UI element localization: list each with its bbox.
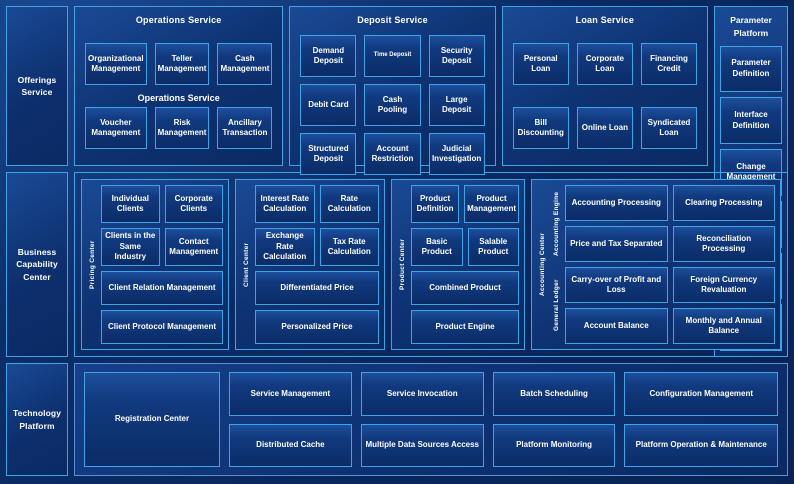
center-label-accounting: Accounting Center xyxy=(539,232,546,297)
center-accounting[interactable]: Accounting Center Accounting Engine Acco… xyxy=(531,179,781,350)
card-large-deposit[interactable]: Large Deposit xyxy=(428,84,485,126)
group-loan-service[interactable]: Loan Service Personal Loan Corporate Loa… xyxy=(501,6,709,166)
card-cash-pooling[interactable]: Cash Pooling xyxy=(364,84,421,126)
card-service-management[interactable]: Service Management xyxy=(229,372,352,416)
group-operations-service[interactable]: Operations Service Organizational Manage… xyxy=(74,6,284,166)
card-distributed-cache[interactable]: Distributed Cache xyxy=(229,423,352,467)
card-exchange-rate-calculation[interactable]: Exchange Rate Calculation xyxy=(255,228,315,266)
card-bill-discounting[interactable]: Bill Discounting xyxy=(512,107,569,149)
center-label-pricing: Pricing Center xyxy=(89,240,96,289)
card-individual-clients[interactable]: Individual Clients xyxy=(101,185,160,223)
center-pricing[interactable]: Pricing Center Individual Clients Corpor… xyxy=(81,179,229,350)
card-tax-rate-calculation[interactable]: Tax Rate Calculation xyxy=(319,228,379,266)
group-title-deposit-service: Deposit Service xyxy=(357,15,428,25)
center-label-product: Product Center xyxy=(399,238,406,291)
card-clearing-processing[interactable]: Clearing Processing xyxy=(672,185,775,221)
card-registration-center[interactable]: Registration Center xyxy=(84,372,220,467)
card-price-and-tax-separated[interactable]: Price and Tax Separated xyxy=(565,226,668,262)
card-demand-deposit[interactable]: Demand Deposit xyxy=(300,35,357,77)
card-risk-management[interactable]: Risk Management xyxy=(154,107,210,149)
offerings-service-band: Offerings Service Operations Service Org… xyxy=(6,6,788,357)
card-basic-product[interactable]: Basic Product xyxy=(411,228,463,266)
card-account-restriction[interactable]: Account Restriction xyxy=(364,133,421,175)
operations-service-items: Organizational Management Teller Managem… xyxy=(75,25,282,165)
card-product-engine[interactable]: Product Engine xyxy=(411,310,519,344)
card-client-relation-management[interactable]: Client Relation Management xyxy=(101,271,223,305)
group-title-operations-service: Operations Service xyxy=(135,15,222,25)
technology-platform-band: Technology Platform Registration Center … xyxy=(6,363,788,476)
card-time-deposit[interactable]: Time Deposit xyxy=(364,35,421,77)
card-combined-product[interactable]: Combined Product xyxy=(411,271,519,305)
deposit-service-items: Demand Deposit Time Deposit Security Dep… xyxy=(290,25,494,187)
card-corporate-clients[interactable]: Corporate Clients xyxy=(164,185,223,223)
group-deposit-service[interactable]: Deposit Service Demand Deposit Time Depo… xyxy=(289,6,496,175)
card-multiple-data-sources-access[interactable]: Multiple Data Sources Access xyxy=(360,423,484,467)
card-platform-monitoring[interactable]: Platform Monitoring xyxy=(492,423,616,467)
card-structured-deposit[interactable]: Structured Deposit xyxy=(300,133,357,175)
offerings-service-groups: Operations Service Organizational Manage… xyxy=(74,6,709,175)
card-financing-credit[interactable]: Financing Credit xyxy=(640,43,698,85)
card-online-loan[interactable]: Online Loan xyxy=(576,107,633,149)
card-organizational-management[interactable]: Organizational Management xyxy=(85,43,147,85)
center-label-client: Client Center xyxy=(243,242,250,287)
card-carry-over-of-profit-and-loss[interactable]: Carry-over of Profit and Loss xyxy=(565,267,668,303)
tech-column-3: Batch Scheduling Platform Monitoring xyxy=(492,372,616,467)
card-interest-rate-calculation[interactable]: Interest Rate Calculation xyxy=(255,185,315,223)
loan-service-items: Personal Loan Corporate Loan Financing C… xyxy=(503,25,707,165)
card-product-management[interactable]: Product Management xyxy=(464,185,519,223)
business-capability-groups: Pricing Center Individual Clients Corpor… xyxy=(74,172,788,357)
card-configuration-management[interactable]: Configuration Management xyxy=(624,372,779,416)
card-batch-scheduling[interactable]: Batch Scheduling xyxy=(492,372,616,416)
card-rate-calculation[interactable]: Rate Calculation xyxy=(319,185,379,223)
center-client[interactable]: Client Center Interest Rate Calculation … xyxy=(235,179,385,350)
business-capability-band: Business Capability Center Pricing Cente… xyxy=(6,172,788,357)
card-platform-operation-maintenance[interactable]: Platform Operation & Maintenance xyxy=(624,423,779,467)
tech-column-2: Service Invocation Multiple Data Sources… xyxy=(360,372,484,467)
card-parameter-definition[interactable]: Parameter Definition xyxy=(720,45,782,93)
card-clients-same-industry[interactable]: Clients in the Same Industry xyxy=(101,228,160,266)
card-judicial-investigation[interactable]: Judicial Investigation xyxy=(428,133,485,175)
group-title-loan-service: Loan Service xyxy=(575,15,635,25)
tech-column-4: Configuration Management Platform Operat… xyxy=(624,372,779,467)
technology-platform-groups: Registration Center Service Management D… xyxy=(74,363,788,476)
card-syndicated-loan[interactable]: Syndicated Loan xyxy=(640,107,698,149)
layer-label-offerings-service: Offerings Service xyxy=(6,6,68,166)
card-service-invocation[interactable]: Service Invocation xyxy=(360,372,484,416)
card-teller-management[interactable]: Teller Management xyxy=(154,43,210,85)
card-cash-management[interactable]: Cash Management xyxy=(217,43,273,85)
card-personal-loan[interactable]: Personal Loan xyxy=(512,43,569,85)
card-foreign-currency-revaluation[interactable]: Foreign Currency Revaluation xyxy=(672,267,775,303)
card-salable-product[interactable]: Salable Product xyxy=(467,228,519,266)
layer-label-business-capability-center: Business Capability Center xyxy=(6,172,68,357)
card-contact-management[interactable]: Contact Management xyxy=(164,228,223,266)
card-differentiated-price[interactable]: Differentiated Price xyxy=(255,271,379,305)
center-label-general-ledger: General Ledger xyxy=(553,279,560,332)
card-security-deposit[interactable]: Security Deposit xyxy=(428,35,485,77)
card-client-protocol-management[interactable]: Client Protocol Management xyxy=(101,310,223,344)
card-ancillary-transaction[interactable]: Ancillary Transaction xyxy=(217,107,273,149)
card-product-definition[interactable]: Product Definition xyxy=(411,185,460,223)
card-monthly-and-annual-balance[interactable]: Monthly and Annual Balance xyxy=(672,308,775,344)
card-accounting-processing[interactable]: Accounting Processing xyxy=(565,185,668,221)
group-title-parameter-platform: Parameter Platform xyxy=(730,15,772,38)
center-product[interactable]: Product Center Product Definition Produc… xyxy=(391,179,525,350)
card-reconciliation-processing[interactable]: Reconciliation Processing xyxy=(672,226,775,262)
card-debit-card[interactable]: Debit Card xyxy=(300,84,357,126)
card-personalized-price[interactable]: Personalized Price xyxy=(255,310,379,344)
center-label-accounting-engine: Accounting Engine xyxy=(553,191,560,256)
tech-column-1: Service Management Distributed Cache xyxy=(229,372,352,467)
layer-label-technology-platform: Technology Platform xyxy=(6,363,68,476)
card-voucher-management[interactable]: Voucher Management xyxy=(85,107,147,149)
card-corporate-loan[interactable]: Corporate Loan xyxy=(576,43,633,85)
card-account-balance[interactable]: Account Balance xyxy=(565,308,668,344)
card-interface-definition[interactable]: Interface Definition xyxy=(720,97,782,144)
